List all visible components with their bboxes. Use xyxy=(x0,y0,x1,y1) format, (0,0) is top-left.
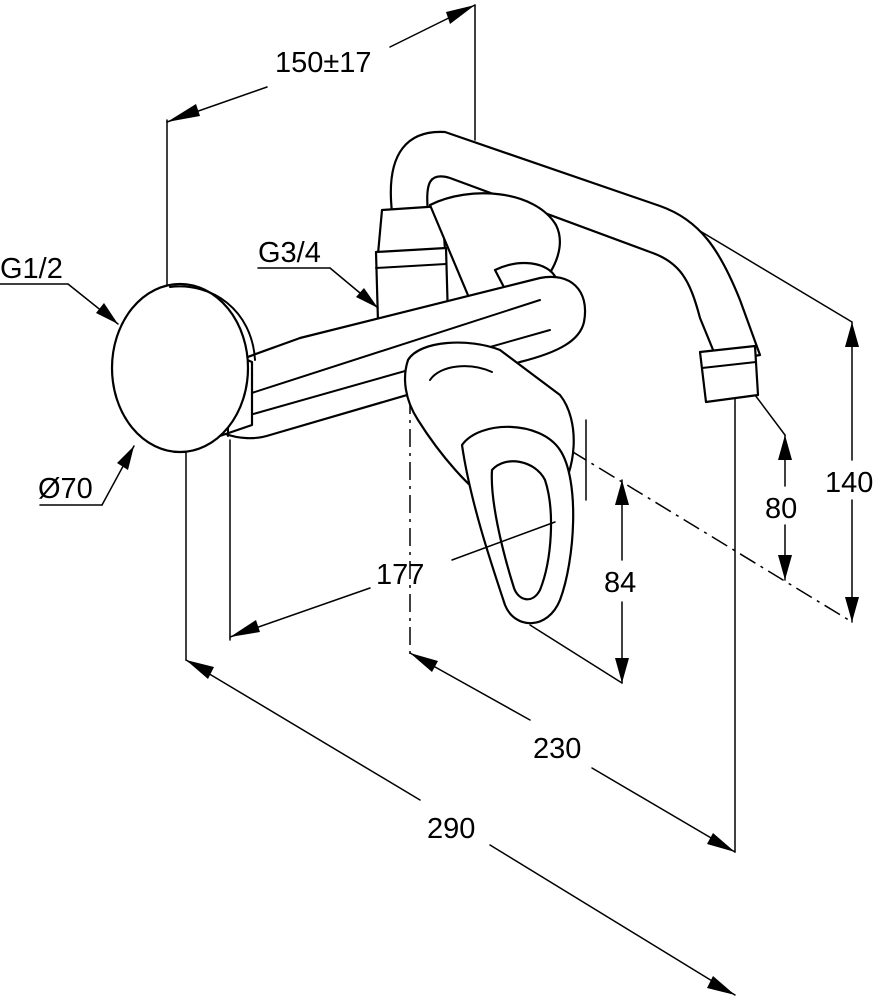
label-dia70: Ø70 xyxy=(38,473,93,505)
dimension-84 xyxy=(615,479,629,684)
dimension-177 xyxy=(229,521,556,638)
faucet-body xyxy=(110,130,762,625)
label-290: 290 xyxy=(427,813,475,845)
label-g34: G3/4 xyxy=(258,237,321,269)
label-80: 80 xyxy=(765,493,797,525)
label-140: 140 xyxy=(825,467,873,499)
dimension-290 xyxy=(185,659,736,996)
leader-g34 xyxy=(257,267,379,309)
dimension-80 xyxy=(778,434,792,581)
leader-g12 xyxy=(0,283,119,325)
label-g12: G1/2 xyxy=(0,253,63,285)
label-84: 84 xyxy=(604,567,636,599)
leader-dia70 xyxy=(39,445,135,506)
label-230: 230 xyxy=(533,733,581,765)
label-150: 150±17 xyxy=(275,47,372,79)
dimension-150 xyxy=(166,4,476,123)
dimension-140 xyxy=(845,321,859,623)
label-177: 177 xyxy=(376,559,424,591)
dimension-230 xyxy=(409,652,736,853)
